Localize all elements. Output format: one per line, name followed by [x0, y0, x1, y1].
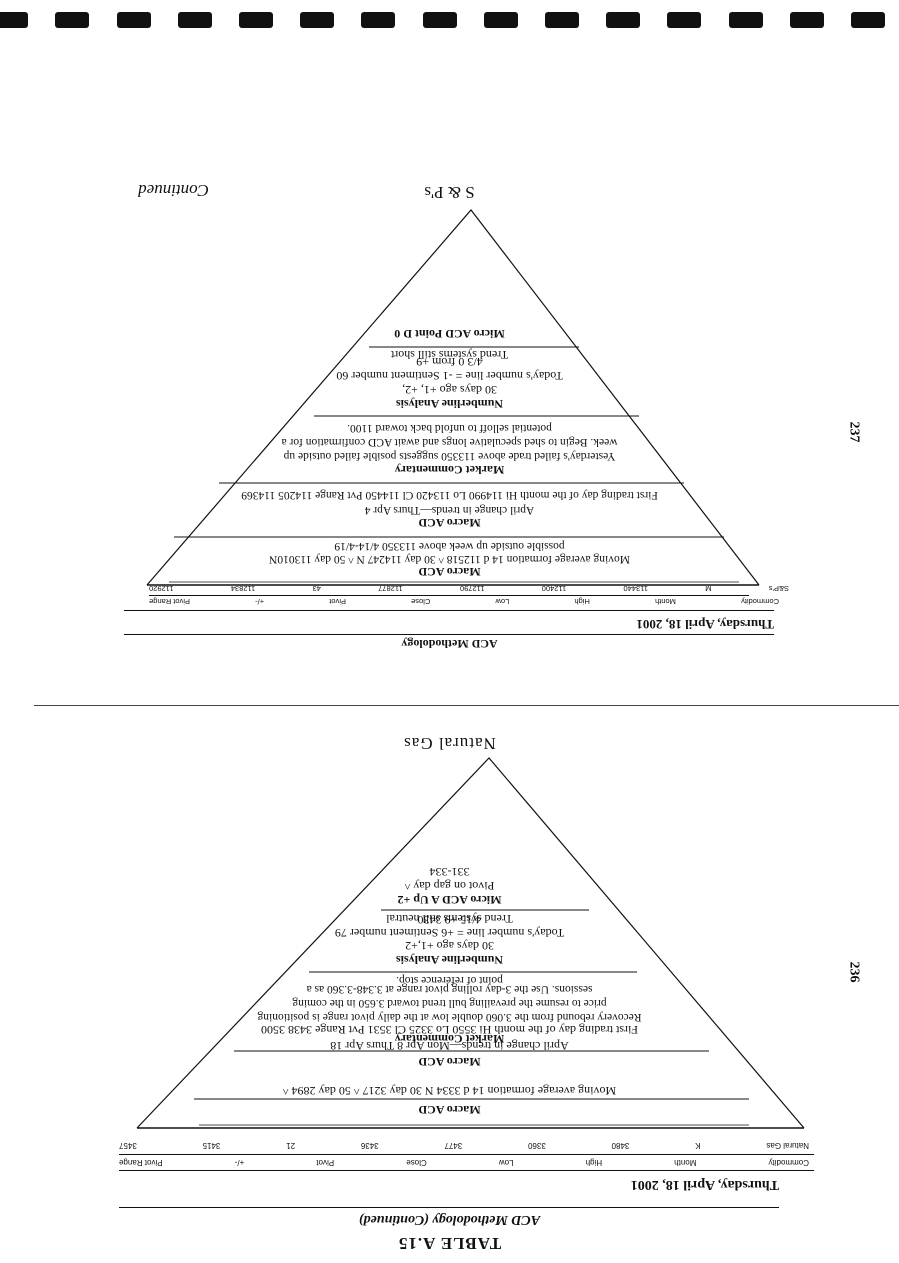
section-heading: Micro ACD Point D 0	[394, 327, 505, 341]
section-line: First trading day of the month Hi 114990…	[241, 489, 658, 501]
section-heading: Market Commentary	[394, 463, 505, 477]
section-line: Today's number line = -1 Sentiment numbe…	[336, 369, 563, 383]
section-heading: Macro ACD	[418, 565, 481, 579]
section-line: Trend systems still short	[390, 348, 509, 362]
section-line: possible outside up week above 113350 4/…	[334, 540, 565, 552]
apex-label: S & P's	[424, 183, 475, 202]
section-line: Yesterday's failed trade above 113350 su…	[283, 450, 616, 462]
section-line: potential selloff to unfold back toward …	[347, 422, 552, 434]
section-line: week. Begin to shed speculative longs an…	[281, 436, 618, 448]
section-heading: Numberline Analysis	[396, 397, 504, 411]
section-line: 30 days ago +1, +2,	[402, 383, 497, 397]
section-line: April change in trends—Thurs Apr 4	[364, 504, 535, 516]
section-line: Moving average formation 14 d 112518 ^ 3…	[269, 553, 630, 565]
continued-label: Continued	[138, 181, 209, 200]
section-heading: Macro ACD	[418, 516, 481, 530]
